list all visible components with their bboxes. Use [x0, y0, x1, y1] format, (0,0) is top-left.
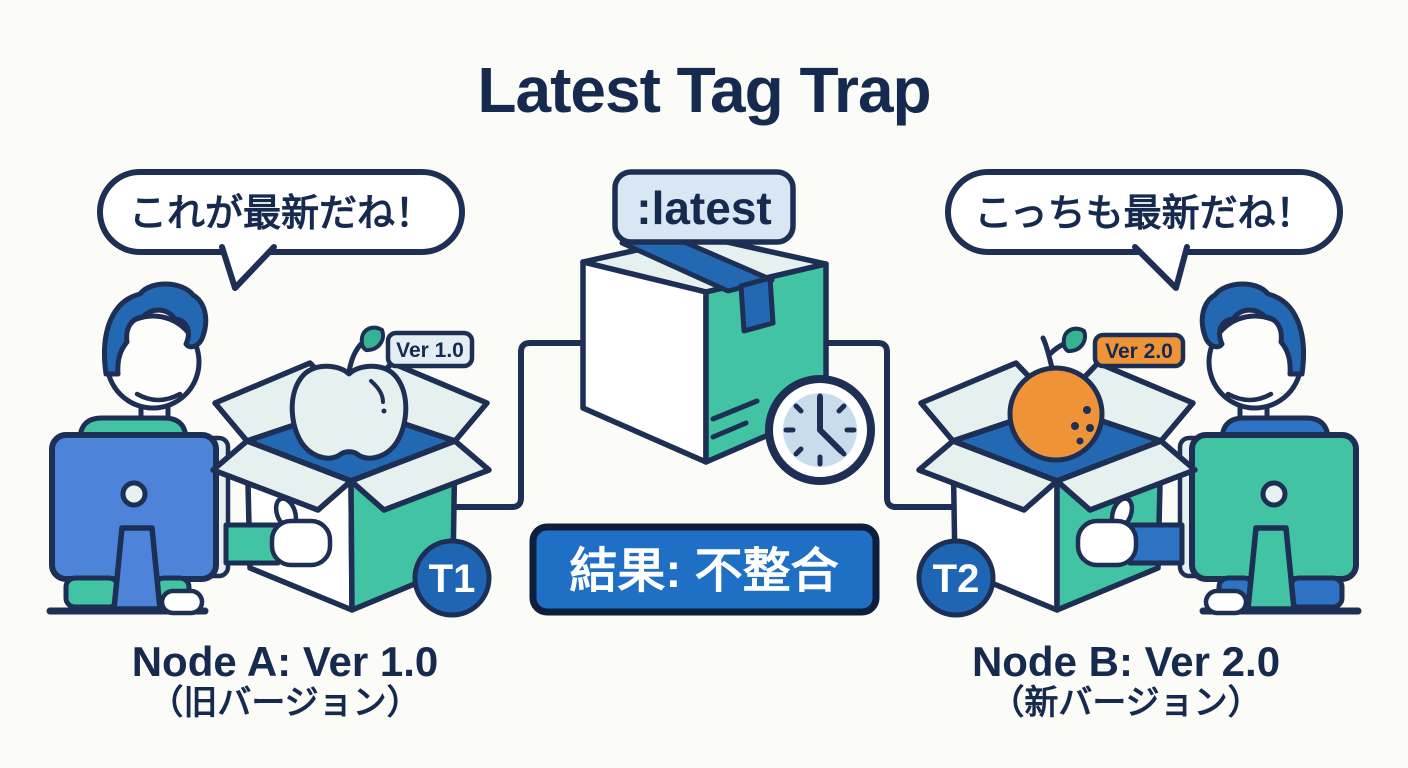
bubble-a-text: これが最新だね！	[129, 193, 433, 235]
node-b-label: Node B: Ver 2.0 （新バージョン）	[972, 638, 1280, 722]
bubble-a-body	[97, 169, 465, 255]
glove-hand	[1075, 518, 1139, 568]
node-a-label: Node A: Ver 1.0 （旧バージョン）	[132, 638, 439, 722]
monitor-logo	[120, 480, 148, 508]
t1-circle	[412, 538, 492, 618]
flap-front-left	[916, 438, 1060, 513]
glove-hand	[269, 518, 333, 568]
node-b-label-line2: （新バージョン）	[990, 683, 1261, 722]
speech-bubble-a: これが最新だね！	[97, 169, 465, 291]
apple-shine	[369, 379, 385, 404]
version-tag-b: Ver 2.0	[1092, 332, 1186, 369]
version-tag-a-box	[385, 330, 475, 369]
node-a-label-line1: Node A: Ver 1.0	[132, 638, 439, 685]
flap-front-right	[348, 438, 492, 513]
result-badge-box	[529, 523, 880, 616]
version-tag-a-label: Ver 1.0	[396, 339, 464, 362]
box-node-a	[210, 325, 492, 613]
page-title: Latest Tag Trap	[477, 54, 930, 126]
node-a-label-line2: （旧バージョン）	[149, 683, 420, 722]
bubble-b-tail	[1132, 244, 1190, 291]
flap-front-left	[210, 438, 354, 513]
clock-hands	[817, 394, 844, 454]
apple-shine-dot	[381, 408, 387, 414]
monitor-stand	[1245, 525, 1297, 612]
version-tag-b-label: Ver 2.0	[1105, 340, 1173, 363]
speech-bubble-b: こっちも最新だね！	[945, 169, 1343, 291]
person-node-b	[1177, 281, 1362, 616]
orange-body	[1007, 365, 1105, 463]
hand-on-desk	[1203, 588, 1249, 616]
version-tag-a: Ver 1.0	[385, 330, 475, 369]
result-badge-label: 結果: 不整合	[569, 545, 838, 598]
mouth	[134, 391, 183, 403]
bubble-b-text: こっちも最新だね！	[974, 193, 1313, 235]
time-badge-t2: T2	[916, 538, 996, 618]
latest-tag-label: :latest	[636, 182, 771, 234]
flap-front-right	[1054, 438, 1198, 513]
version-tag-b-box	[1092, 332, 1186, 369]
apple-leaf	[359, 325, 385, 353]
t2-circle	[916, 538, 996, 618]
connector-lines	[452, 340, 961, 510]
apple-body	[289, 363, 409, 461]
apple-icon	[289, 325, 409, 461]
orange-leaf	[1061, 326, 1087, 354]
mouth	[1225, 391, 1274, 403]
orange-icon	[1007, 326, 1105, 463]
node-b-label-line1: Node B: Ver 2.0	[972, 638, 1280, 685]
bubble-a-tail	[219, 244, 277, 291]
person-node-a	[46, 281, 231, 616]
sleeve	[223, 522, 281, 566]
t2-label: T2	[933, 557, 980, 601]
tape-tab	[738, 275, 776, 334]
clock-icon	[765, 375, 875, 485]
connector-right	[820, 340, 961, 510]
orange-dots	[1071, 406, 1094, 445]
connector-left	[452, 340, 588, 510]
latest-tag-box	[612, 169, 796, 245]
leg-left	[1287, 575, 1345, 610]
leg-left	[63, 575, 121, 610]
speed-lines	[710, 398, 760, 440]
hair	[102, 281, 209, 377]
monitor-logo	[1260, 480, 1288, 508]
arm-node-a	[223, 496, 333, 568]
t1-label: T1	[429, 557, 476, 601]
latest-tag: :latest	[612, 169, 796, 245]
hand-on-desk	[159, 588, 205, 616]
arm-node-b	[1075, 496, 1185, 568]
result-badge: 結果: 不整合	[529, 523, 880, 616]
time-badge-t1: T1	[412, 538, 492, 618]
monitor-stand	[111, 525, 163, 612]
hair	[1199, 281, 1306, 377]
